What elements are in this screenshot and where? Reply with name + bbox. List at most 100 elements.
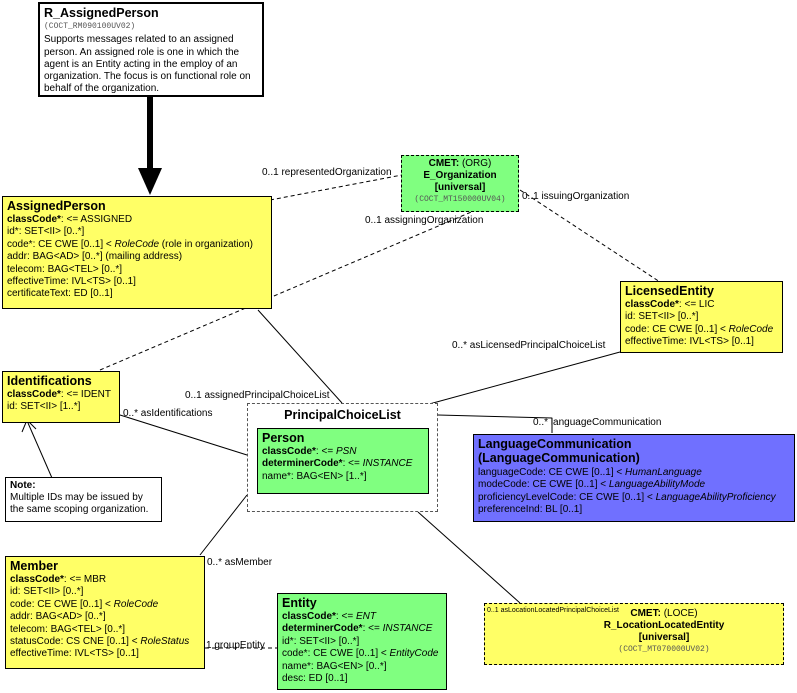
attribute-row: effectiveTime: IVL<TS> [0..1] (625, 336, 778, 348)
represented-org-line (269, 174, 403, 201)
attribute-type: : IVL<TS> [0..1] (65, 276, 136, 288)
cmet-loce-tag: (LOCE) (660, 608, 698, 619)
attribute-name: classCode* (7, 389, 61, 400)
attribute-type: : BL [0..1] (539, 504, 583, 516)
cmet-loce-box: CMET: (LOCE) R_LocationLocatedEntity [un… (484, 603, 784, 665)
cmet-org-code: (COCT_MT150000UV04) (414, 195, 506, 204)
attribute-type: : <= (315, 446, 336, 457)
attribute-row: languageCode: CE CWE [0..1] < HumanLangu… (478, 467, 790, 479)
attribute-domain: ENT (355, 611, 376, 622)
attribute-type: : IVL<TS> [0..1] (68, 648, 139, 660)
principal-choice-list-title: PrincipalChoiceList (284, 408, 401, 422)
label-as-location: 0..1 asLocationLocatedPrincipalChoiceLis… (487, 607, 619, 614)
assigned-principal-line (257, 309, 343, 404)
attribute-row: certificateText: ED [0..1] (7, 288, 267, 300)
attribute-type: : <= (335, 611, 356, 622)
label-group-entity: 1 groupEntity (206, 640, 265, 651)
attribute-row: code: CE CWE [0..1] < RoleCode (10, 599, 200, 611)
attribute-name: effectiveTime (7, 276, 66, 288)
header-code: (COCT_RM090100UV02) (44, 22, 136, 31)
as-location-line (417, 511, 521, 604)
attribute-row: classCode*: <= ENT (282, 611, 442, 623)
attribute-row: proficiencyLevelCode: CE CWE [0..1] < La… (478, 492, 790, 504)
attribute-row: code: CE CWE [0..1] < RoleCode (625, 324, 778, 336)
entity-title: Entity (282, 596, 317, 610)
header-title: R_AssignedPerson (44, 6, 159, 20)
cmet-org-box: CMET: (ORG) E_Organization [universal] (… (401, 155, 519, 212)
language-communication-subtitle: (LanguageCommunication) (478, 451, 640, 465)
attribute-domain: EntityCode (389, 648, 439, 660)
attribute-name: classCode* (282, 611, 336, 622)
cmet-loce-flavor: [universal] (638, 632, 690, 643)
attribute-domain: LanguageAbilityMode (608, 479, 706, 491)
attribute-domain: RoleCode (114, 238, 160, 250)
attribute-row: determinerCode*: <= INSTANCE (262, 458, 424, 470)
attribute-row: code*: CE CWE [0..1] < EntityCode (282, 648, 442, 660)
attribute-name: telecom (7, 263, 43, 275)
attribute-domain: PSN (335, 446, 357, 457)
attribute-type: : <= LIC (678, 299, 715, 310)
assigned-person-title: AssignedPerson (7, 199, 106, 213)
attribute-row: name*: BAG<EN> [1..*] (262, 471, 424, 483)
attribute-domain: LanguageAbilityProficiency (655, 491, 776, 503)
attribute-type: : BAG<EN> [1..*] (290, 470, 367, 482)
cmet-org-label: CMET: (428, 158, 460, 169)
cmet-loce-code: (COCT_MT070000UV02) (618, 645, 710, 654)
attribute-name: addr (7, 251, 28, 263)
attribute-row: effectiveTime: IVL<TS> [0..1] (10, 648, 200, 660)
attribute-type: : CE CWE [0..1] < (32, 238, 115, 250)
cmet-org-flavor: [universal] (434, 182, 486, 193)
attribute-type: : CE CWE [0..1] < (646, 323, 729, 335)
attribute-type: : CE CWE [0..1] < (526, 479, 609, 491)
attribute-row: id: SET<II> [0..*] (625, 311, 778, 323)
attribute-type: : <= IDENT (60, 389, 111, 400)
attribute-name: id (10, 586, 18, 598)
cmet-org-name: E_Organization (423, 170, 497, 181)
attribute-domain: INSTANCE (362, 458, 413, 470)
attribute-type: : IVL<TS> [0..1] (683, 336, 754, 348)
label-assigned-principal: 0..1 assignedPrincipalChoiceList (185, 390, 330, 401)
attribute-row: name*: BAG<EN> [0..*] (282, 661, 442, 673)
header-arrow-head (138, 168, 162, 195)
attribute-row: id: SET<II> [0..*] (10, 586, 200, 598)
attribute-type: : SET<II> [0..*] (293, 635, 360, 647)
attribute-name: id* (282, 635, 294, 647)
attribute-row: telecom: BAG<TEL> [0..*] (10, 624, 200, 636)
person-title: Person (262, 431, 305, 445)
attribute-name: effectiveTime (10, 648, 69, 660)
header-box: R_AssignedPerson (COCT_RM090100UV02) Sup… (38, 2, 264, 97)
language-communication-title: LanguageCommunication (478, 437, 632, 451)
cmet-org-tag: (ORG) (459, 158, 492, 169)
member-title: Member (10, 559, 58, 573)
attribute-type: : CE CWE [0..1] < (307, 648, 390, 660)
attribute-row: desc: ED [0..1] (282, 673, 442, 685)
attribute-name: code (625, 323, 647, 335)
attribute-type: : SET<II> [1..*] (14, 401, 81, 413)
attribute-type: : CE CWE [0..1] < (573, 491, 656, 503)
label-as-licensed: 0..* asLicensedPrincipalChoiceList (452, 340, 606, 351)
attribute-name: id* (7, 226, 19, 238)
attribute-domain: HumanLanguage (625, 467, 702, 478)
attribute-name: modeCode (478, 479, 527, 491)
attribute-type: : SET<II> [0..*] (18, 226, 85, 238)
cmet-loce-label: CMET: (630, 608, 661, 619)
issuing-org-line (519, 189, 661, 283)
as-licensed-line (421, 351, 621, 407)
attribute-row: statusCode: CS CNE [0..1] < RoleStatus (10, 636, 200, 648)
attribute-type: : CS CNE [0..1] < (60, 636, 141, 648)
attribute-row: classCode*: <= ASSIGNED (7, 214, 267, 226)
attribute-row: classCode*: <= MBR (10, 574, 200, 586)
licensed-entity-title: LicensedEntity (625, 284, 714, 298)
attribute-name: desc (282, 673, 304, 685)
as-identifications-line (119, 414, 248, 456)
attribute-row: effectiveTime: IVL<TS> [0..1] (7, 276, 267, 288)
attribute-name: proficiencyLevelCode (478, 491, 574, 503)
